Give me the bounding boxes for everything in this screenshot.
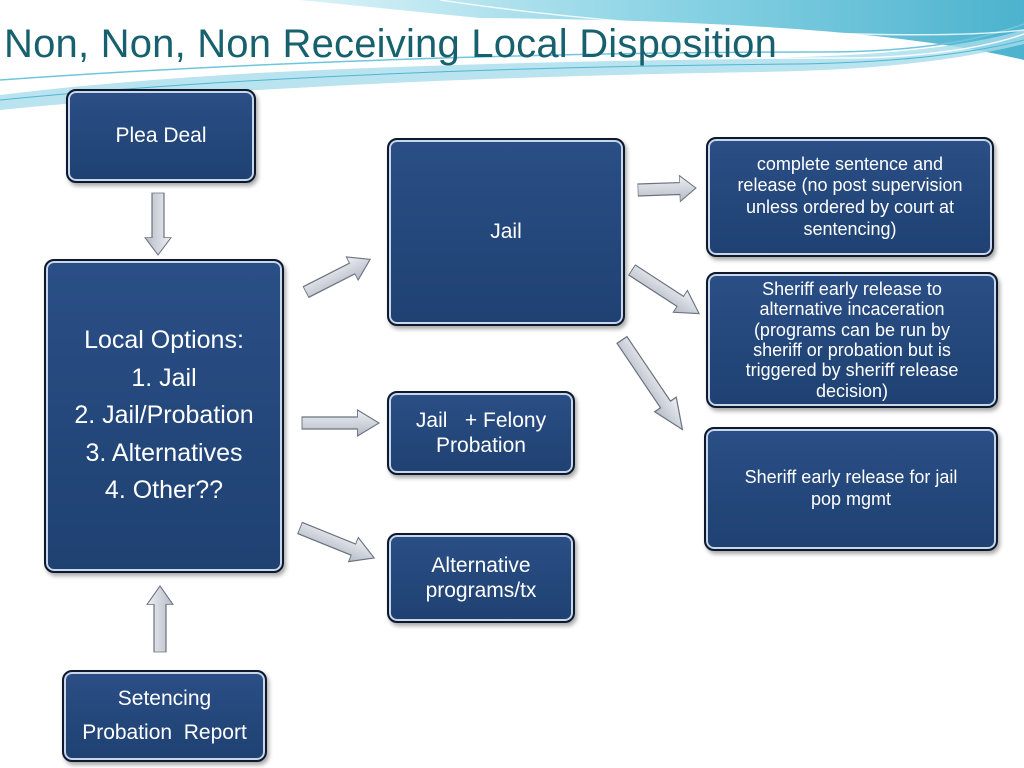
arrow-jail-to-complete-sentence bbox=[636, 174, 698, 204]
alternative-programs-box: Alternative programs/tx bbox=[387, 533, 575, 623]
sentencing-report-line: Probation Report bbox=[82, 721, 247, 744]
complete-sentence-line: sentencing) bbox=[803, 218, 897, 239]
plea-deal-box: Plea Deal bbox=[66, 89, 256, 183]
local-option-item: 3. Alternatives bbox=[85, 438, 243, 467]
sheriff-alt-line: triggered by sheriff release bbox=[745, 360, 959, 381]
jail-box: Jail bbox=[387, 138, 625, 326]
arrow-jail-to-sheriff-alt bbox=[624, 258, 707, 326]
arrow-report-to-options bbox=[146, 585, 174, 653]
arrow-plea-to-options bbox=[144, 192, 172, 256]
sentencing-report-box: Setencing Probation Report bbox=[62, 670, 267, 762]
jail-label: Jail bbox=[490, 220, 522, 244]
complete-sentence-box: complete sentence and release (no post s… bbox=[706, 137, 994, 257]
local-option-item: 2. Jail/Probation bbox=[74, 401, 254, 430]
arrow-jail-to-sheriff-jail-pop bbox=[610, 332, 694, 438]
arrow-options-to-jail bbox=[299, 247, 377, 305]
sheriff-alt-incarceration-box: Sheriff early release to alternative inc… bbox=[706, 272, 998, 408]
sheriff-alt-line: Sheriff early release to bbox=[762, 279, 942, 300]
sheriff-alt-line: (programs can be run by bbox=[753, 319, 951, 340]
complete-sentence-line: complete sentence and bbox=[756, 153, 944, 174]
sheriff-jail-pop-box: Sheriff early release for jail pop mgmt bbox=[704, 427, 998, 551]
alternative-programs-line: Alternative bbox=[431, 553, 531, 577]
alternative-programs-line: programs/tx bbox=[425, 579, 537, 602]
jail-felony-probation-line: Jail + Felony bbox=[415, 408, 547, 432]
local-option-item: 1. Jail bbox=[131, 363, 197, 392]
plea-deal-label: Plea Deal bbox=[115, 124, 207, 148]
arrow-options-to-alternatives bbox=[294, 515, 380, 571]
jail-felony-probation-box: Jail + Felony Probation bbox=[387, 391, 575, 475]
sentencing-report-line: Setencing bbox=[117, 687, 212, 711]
sheriff-jail-pop-line: Sheriff early release for jail bbox=[744, 467, 958, 488]
slide-title: Non, Non, Non Receiving Local Dispositio… bbox=[4, 22, 778, 66]
sheriff-jail-pop-line: pop mgmt bbox=[810, 489, 892, 509]
sheriff-alt-line: sheriff or probation but is bbox=[753, 340, 951, 360]
sheriff-alt-line: decision) bbox=[815, 380, 889, 401]
complete-sentence-line: unless ordered by court at bbox=[745, 197, 955, 217]
arrow-options-to-felony-probation bbox=[301, 409, 380, 437]
local-options-heading: Local Options: bbox=[84, 326, 244, 355]
jail-felony-probation-line: Probation bbox=[436, 434, 526, 457]
local-options-box: Local Options: 1. Jail 2. Jail/Probation… bbox=[44, 259, 284, 573]
complete-sentence-line: release (no post supervision bbox=[737, 175, 963, 196]
sheriff-alt-line: alternative incaceration bbox=[759, 299, 945, 320]
local-option-item: 4. Other?? bbox=[104, 476, 224, 505]
